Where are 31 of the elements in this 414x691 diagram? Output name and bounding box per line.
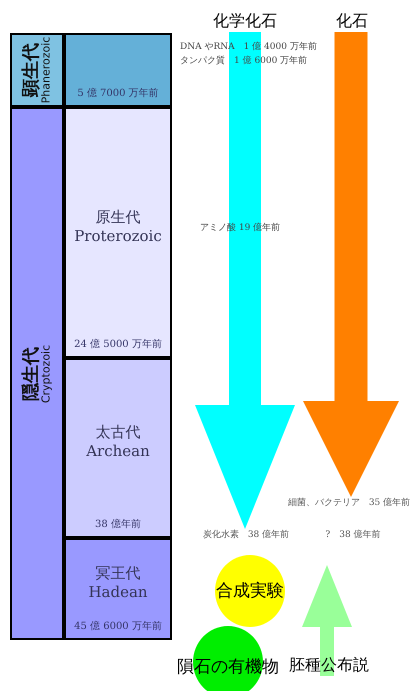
era-name: 隠生代	[22, 346, 40, 400]
block-arrow	[303, 32, 399, 497]
block-arrow	[302, 565, 352, 676]
circle-label: 隕石の有機物	[176, 656, 280, 679]
block-arrow	[195, 32, 295, 529]
era-band	[10, 107, 64, 640]
arrow-title: 化学化石	[213, 10, 277, 32]
era-name: 原生代	[96, 208, 140, 226]
age-note: 炭化水素 38 億年前	[202, 529, 290, 542]
circle-label: 合成実験	[215, 580, 285, 603]
era-name: 顕生代	[22, 43, 40, 97]
era-english-name: Archean	[86, 442, 150, 461]
era-english-name: Hadean	[88, 583, 148, 602]
arrow-title: 化石	[336, 10, 368, 32]
age-label: 5 億 7000 万年前	[76, 86, 160, 101]
era-name: 太古代	[96, 423, 140, 442]
era-english-name: Cryptozoic	[40, 344, 52, 403]
era-band	[10, 33, 64, 107]
era-name: 冥王代	[96, 564, 140, 583]
era-box	[64, 107, 172, 358]
era-box	[64, 358, 172, 538]
age-note: 細菌、バクテリア 35 億年前	[288, 497, 410, 510]
age-label: 38 億年前	[94, 518, 142, 532]
arrow-title: 胚種公布説	[289, 654, 369, 676]
age-note: ? 38 億年前	[325, 529, 381, 542]
era-english-name: Phanerozoic	[40, 36, 52, 104]
era-box	[64, 33, 172, 107]
age-label: 24 億 5000 万年前	[73, 338, 163, 352]
era-box	[64, 538, 172, 640]
era-english-name: Proterozoic	[74, 226, 162, 246]
age-label: 45 億 6000 万年前	[73, 620, 163, 634]
